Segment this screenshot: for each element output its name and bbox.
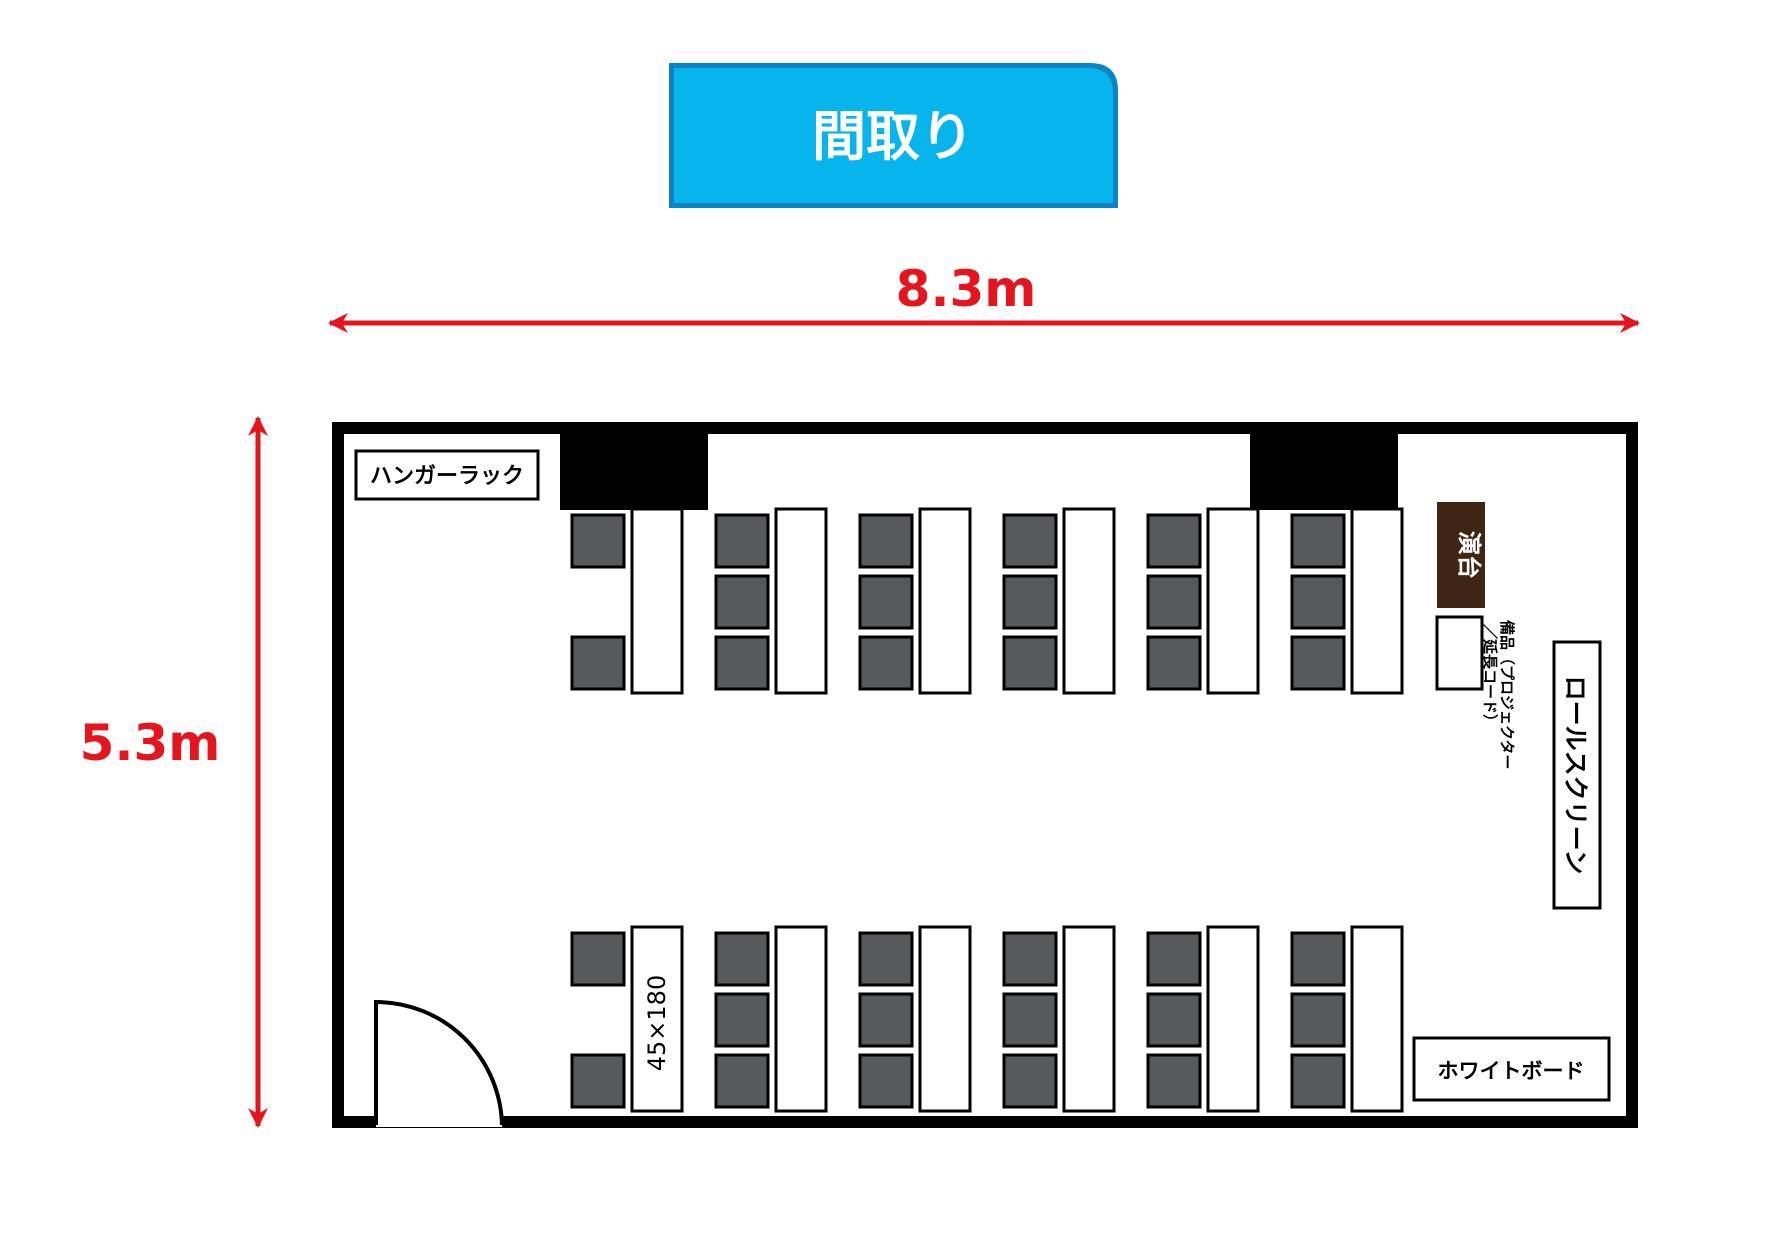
chair xyxy=(1002,635,1058,691)
roll-screen: ロールスクリーン xyxy=(1552,640,1602,910)
chair xyxy=(714,1053,770,1109)
desk xyxy=(1350,507,1404,695)
equipment-box xyxy=(1435,615,1484,691)
room-wall xyxy=(332,422,1638,1128)
hanger-rack: ハンガーラック xyxy=(354,449,540,501)
chair xyxy=(714,635,770,691)
podium-label: 演台 xyxy=(1455,531,1483,579)
podium: 演台 xyxy=(1437,502,1485,608)
chair xyxy=(1290,635,1346,691)
hanger-rack-label: ハンガーラック xyxy=(370,464,524,489)
chair xyxy=(1146,931,1202,987)
chair xyxy=(1290,992,1346,1048)
chair xyxy=(1002,513,1058,569)
chair xyxy=(858,931,914,987)
pillar-left xyxy=(560,432,708,510)
desk xyxy=(918,507,972,695)
table-size-label: 45×180 xyxy=(643,975,671,1071)
desk xyxy=(630,507,684,695)
desk xyxy=(1206,925,1260,1113)
chair xyxy=(1290,1053,1346,1109)
chair xyxy=(714,931,770,987)
chair xyxy=(1146,992,1202,1048)
chair xyxy=(570,1053,626,1109)
page-title: 間取り xyxy=(812,105,974,168)
height-dimension: 5.3m xyxy=(80,416,268,1128)
chair xyxy=(1146,513,1202,569)
width-dimension: 8.3m xyxy=(328,260,1640,333)
chair xyxy=(1290,513,1346,569)
whiteboard: ホワイトボード xyxy=(1412,1036,1611,1102)
roll-screen-label: ロールスクリーン xyxy=(1561,676,1590,875)
chair xyxy=(570,635,626,691)
pillar-right xyxy=(1250,432,1398,510)
chair xyxy=(570,513,626,569)
desk xyxy=(630,925,684,1113)
chair xyxy=(858,1053,914,1109)
chair xyxy=(1146,1053,1202,1109)
chair xyxy=(1290,931,1346,987)
desk xyxy=(918,925,972,1113)
chair xyxy=(714,574,770,630)
width-label: 8.3m xyxy=(896,260,1037,318)
chair xyxy=(1002,992,1058,1048)
chair xyxy=(1146,635,1202,691)
chair xyxy=(1290,574,1346,630)
chair xyxy=(858,635,914,691)
height-label: 5.3m xyxy=(80,714,221,772)
chair xyxy=(714,992,770,1048)
desk-layout xyxy=(570,507,1404,1113)
chair xyxy=(1002,931,1058,987)
desk xyxy=(774,507,828,695)
desk xyxy=(1206,507,1260,695)
chair xyxy=(858,513,914,569)
door xyxy=(374,999,504,1127)
desk xyxy=(1062,507,1116,695)
chair xyxy=(1002,1053,1058,1109)
chair xyxy=(570,931,626,987)
chair xyxy=(858,992,914,1048)
whiteboard-label: ホワイトボード xyxy=(1438,1059,1585,1083)
chair xyxy=(1002,574,1058,630)
chair xyxy=(714,513,770,569)
equipment-label-line1: 備品（プロジェクター xyxy=(1498,620,1516,769)
equipment-label-line2: ／延長コード） xyxy=(1481,624,1499,729)
chair xyxy=(858,574,914,630)
desk xyxy=(774,925,828,1113)
desk xyxy=(1062,925,1116,1113)
desk xyxy=(1350,925,1404,1113)
title-banner: 間取り xyxy=(669,63,1118,208)
chair xyxy=(1146,574,1202,630)
